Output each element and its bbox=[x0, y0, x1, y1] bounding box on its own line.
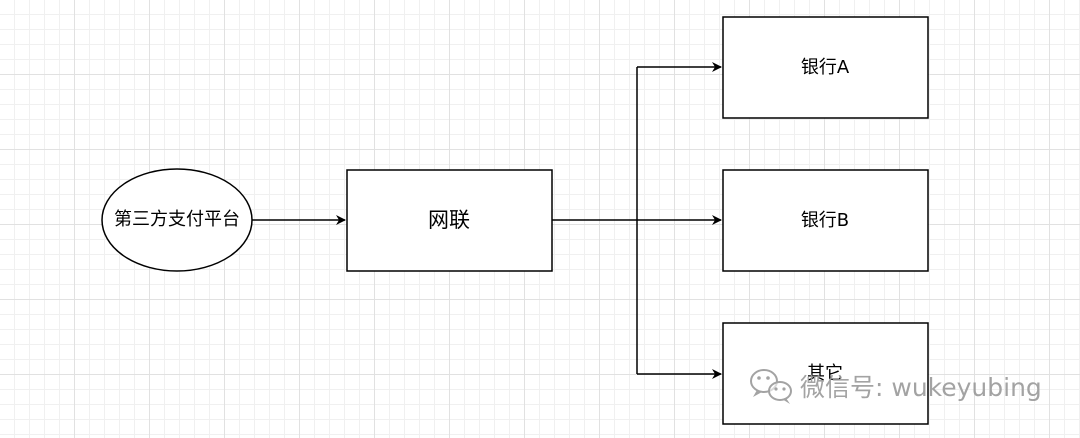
node-bank-b-shape bbox=[722, 169, 929, 272]
node-bank-a[interactable]: 银行A bbox=[722, 16, 929, 119]
node-source[interactable]: 第三方支付平台 bbox=[101, 168, 253, 272]
node-hub-label: 网联 bbox=[428, 208, 470, 232]
watermark: 微信号: wukeyubing bbox=[750, 369, 1042, 404]
node-bank-b-label: 银行B bbox=[801, 210, 849, 231]
node-source-shape bbox=[101, 168, 253, 272]
node-other-label: 其它 bbox=[807, 363, 843, 384]
watermark-text: 微信号: wukeyubing bbox=[800, 373, 1042, 402]
node-bank-a-label: 银行A bbox=[801, 57, 850, 78]
node-source-label: 第三方支付平台 bbox=[114, 209, 240, 230]
node-hub-shape bbox=[346, 169, 553, 272]
node-bank-b[interactable]: 银行B bbox=[722, 169, 929, 272]
node-bank-a-shape bbox=[722, 16, 929, 119]
wechat-icon bbox=[750, 369, 792, 404]
node-hub[interactable]: 网联 bbox=[346, 169, 553, 272]
